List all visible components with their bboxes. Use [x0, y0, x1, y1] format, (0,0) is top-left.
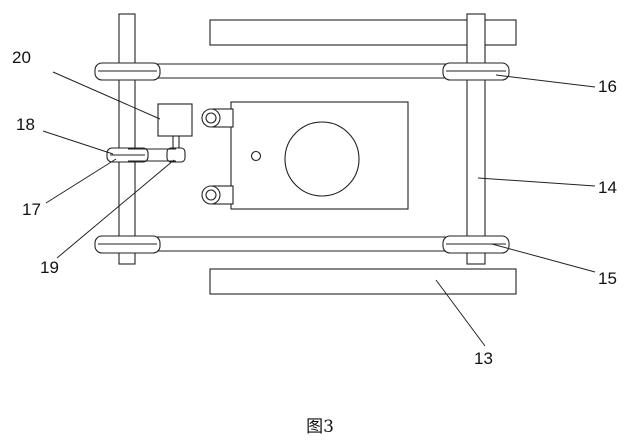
bottom-belt — [127, 236, 476, 252]
leader-16 — [495, 74, 596, 88]
top-plate — [209, 19, 517, 46]
label-17: 17 — [22, 200, 41, 219]
label-18: 18 — [16, 115, 35, 134]
label-19: 19 — [40, 258, 59, 277]
leader-20 — [52, 71, 161, 120]
label-13: 13 — [474, 349, 493, 368]
label-15: 15 — [598, 269, 617, 288]
leader-15 — [491, 243, 596, 273]
leader-19 — [56, 159, 175, 259]
drive-belt — [128, 148, 176, 162]
large-hole — [284, 121, 360, 197]
motor — [157, 103, 193, 137]
lower-hinge — [201, 185, 234, 205]
bottom-plate — [209, 268, 517, 295]
leader-18 — [42, 130, 114, 155]
small-hole — [250, 150, 262, 162]
right-shaft — [466, 13, 486, 265]
leader-17 — [45, 158, 117, 204]
upper-hinge — [201, 108, 234, 128]
left-shaft — [118, 13, 136, 265]
label-20: 20 — [12, 48, 31, 67]
leader-13 — [435, 279, 486, 347]
figure-caption: 图3 — [306, 417, 334, 437]
label-14: 14 — [598, 178, 617, 197]
label-16: 16 — [598, 77, 617, 96]
motor-pulley — [166, 147, 186, 163]
top-belt — [127, 63, 476, 79]
leader-14 — [477, 177, 596, 187]
